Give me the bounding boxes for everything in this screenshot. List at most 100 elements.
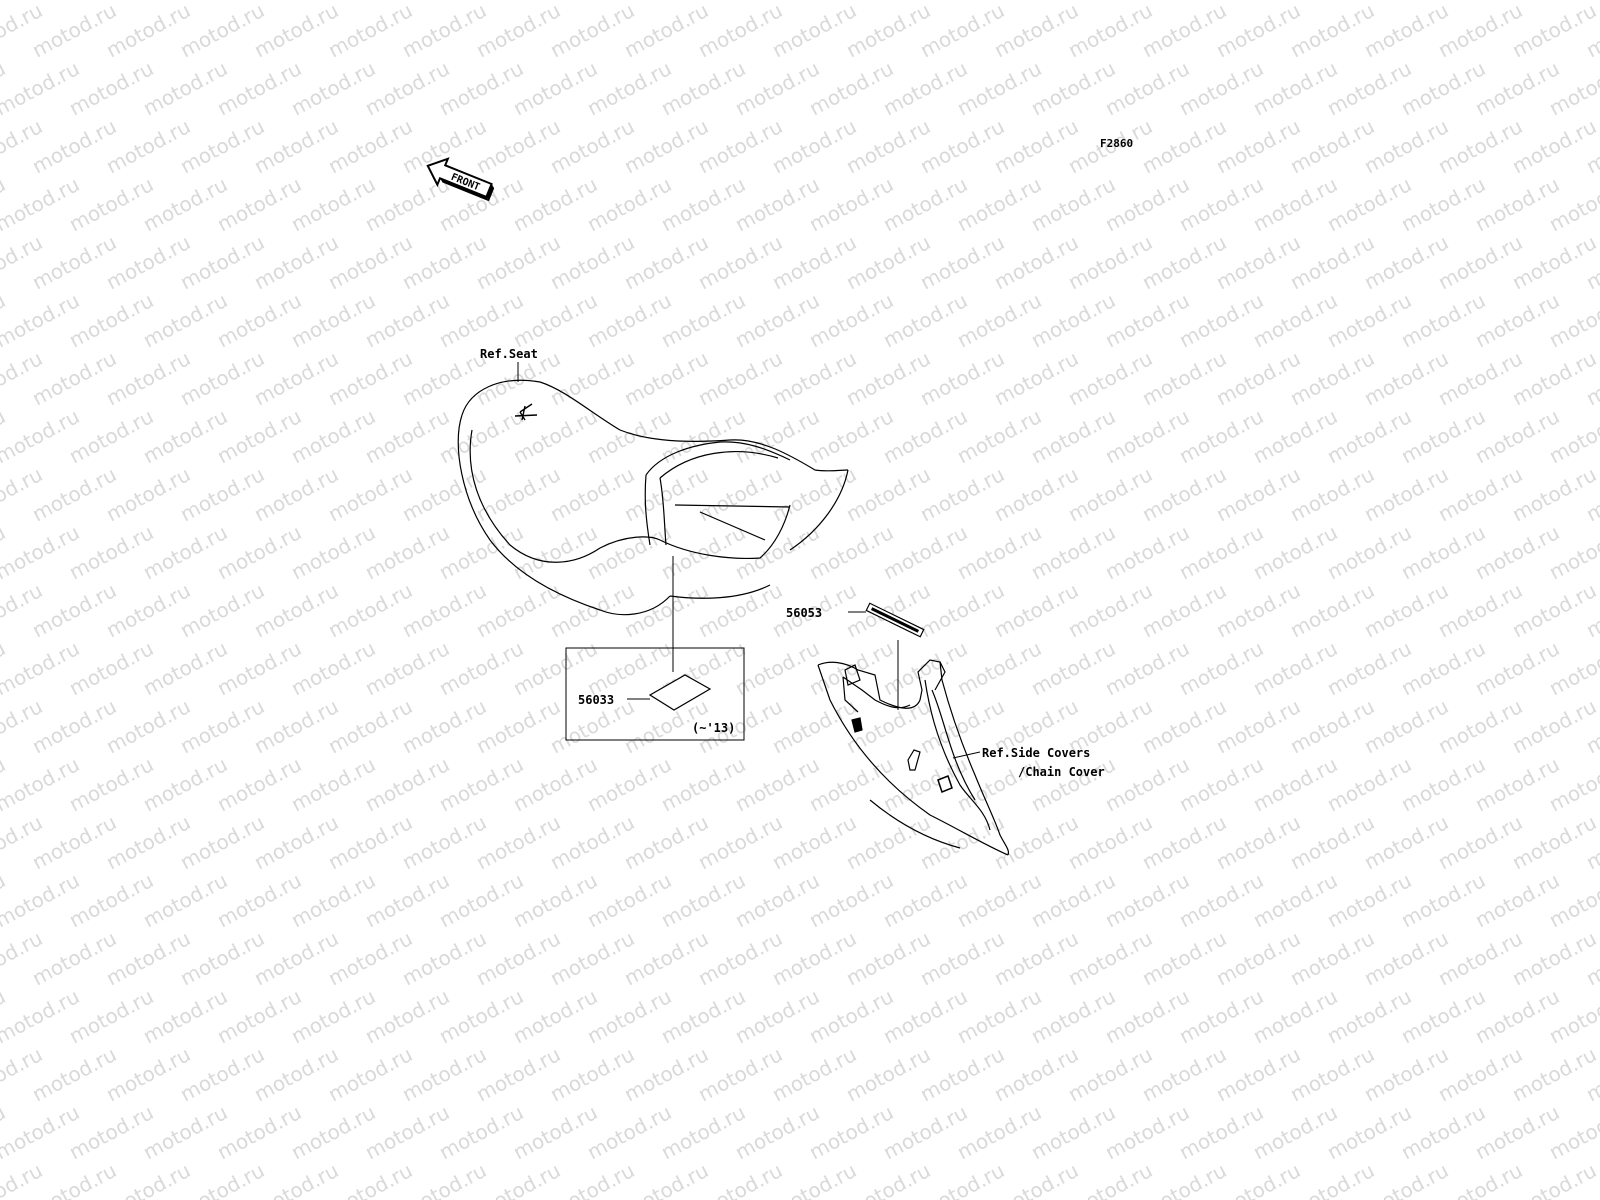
- watermark-text: motod.ru: [398, 346, 490, 410]
- watermark-text: motod.ru: [1397, 172, 1489, 236]
- watermark-text: motod.ru: [65, 984, 157, 1048]
- watermark-text: motod.ru: [731, 752, 823, 816]
- watermark-text: motod.ru: [1323, 868, 1415, 932]
- watermark-text: motod.ru: [324, 810, 416, 874]
- watermark-text: motod.ru: [1360, 926, 1452, 990]
- watermark-text: motod.ru: [361, 520, 453, 584]
- watermark-text: motod.ru: [990, 346, 1082, 410]
- watermark-text: motod.ru: [694, 0, 786, 62]
- watermark-text: motod.ru: [361, 404, 453, 468]
- watermark-text: motod.ru: [250, 810, 342, 874]
- watermark-text: motod.ru: [287, 56, 379, 120]
- watermark-text: motod.ru: [879, 1100, 971, 1164]
- watermark-text: motod.ru: [472, 694, 564, 758]
- watermark-text: motod.ru: [1138, 346, 1230, 410]
- watermark-text: motod.ru: [990, 1042, 1082, 1106]
- watermark-text: motod.ru: [879, 56, 971, 120]
- watermark-text: motod.ru: [176, 0, 268, 62]
- watermark-text: motod.ru: [583, 404, 675, 468]
- watermark-text: motod.ru: [324, 1042, 416, 1106]
- watermark-text: motod.ru: [324, 114, 416, 178]
- watermark-text: motod.ru: [694, 346, 786, 410]
- watermark-text: motod.ru: [213, 868, 305, 932]
- watermark-text: motod.ru: [805, 288, 897, 352]
- watermark-text: motod.ru: [768, 694, 860, 758]
- watermark-text: motod.ru: [102, 346, 194, 410]
- watermark-text: motod.ru: [1101, 868, 1193, 932]
- watermark-text: motod.ru: [842, 1042, 934, 1106]
- watermark-text: motod.ru: [435, 752, 527, 816]
- watermark-text: motod.ru: [213, 984, 305, 1048]
- watermark-text: motod.ru: [953, 56, 1045, 120]
- watermark-text: motod.ru: [287, 1100, 379, 1164]
- watermark-text: motod.ru: [139, 868, 231, 932]
- watermark-text: motod.ru: [472, 0, 564, 62]
- watermark-text: motod.ru: [879, 984, 971, 1048]
- watermark-text: motod.ru: [1175, 868, 1267, 932]
- watermark-text: motod.ru: [1508, 578, 1600, 642]
- watermark-text: motod.ru: [1397, 288, 1489, 352]
- watermark-text: motod.ru: [1508, 926, 1600, 990]
- watermark-text: motod.ru: [435, 288, 527, 352]
- watermark-text: motod.ru: [1249, 288, 1341, 352]
- watermark-text: motod.ru: [768, 810, 860, 874]
- watermark-text: motod.ru: [1212, 926, 1304, 990]
- watermark-text: motod.ru: [731, 1100, 823, 1164]
- watermark-text: motod.ru: [805, 984, 897, 1048]
- watermark-text: motod.ru: [657, 984, 749, 1048]
- watermark-text: motod.ru: [139, 752, 231, 816]
- watermark-text: motod.ru: [879, 520, 971, 584]
- watermark-text: motod.ru: [657, 1100, 749, 1164]
- watermark-text: motod.ru: [1434, 926, 1526, 990]
- watermark-text: motod.ru: [435, 636, 527, 700]
- watermark-text: motod.ru: [65, 752, 157, 816]
- watermark-text: motod.ru: [1175, 636, 1267, 700]
- watermark-text: motod.ru: [398, 1042, 490, 1106]
- watermark-text: motod.ru: [1286, 0, 1378, 62]
- watermark-text: motod.ru: [250, 578, 342, 642]
- watermark-text: motod.ru: [1175, 984, 1267, 1048]
- watermark-text: motod.ru: [65, 1100, 157, 1164]
- side-covers-ref-line1: Ref.Side Covers: [982, 746, 1090, 760]
- watermark-text: motod.ru: [176, 578, 268, 642]
- watermark-text: motod.ru: [435, 404, 527, 468]
- watermark-text: motod.ru: [361, 752, 453, 816]
- watermark-text: motod.ru: [1471, 172, 1563, 236]
- watermark-text: motod.ru: [1434, 810, 1526, 874]
- watermark-text: motod.ru: [102, 0, 194, 62]
- watermark-text: motod.ru: [990, 0, 1082, 62]
- watermark-text: motod.ru: [1508, 810, 1600, 874]
- watermark-text: motod.ru: [731, 984, 823, 1048]
- watermark-text: motod.ru: [213, 404, 305, 468]
- watermark-text: motod.ru: [1471, 984, 1563, 1048]
- side-covers-ref-line2: /Chain Cover: [1018, 765, 1105, 779]
- watermark-text: motod.ru: [324, 0, 416, 62]
- watermark-text: motod.ru: [1508, 346, 1600, 410]
- watermark-text: motod.ru: [509, 636, 601, 700]
- watermark-text: motod.ru: [768, 462, 860, 526]
- watermark-text: motod.ru: [1249, 636, 1341, 700]
- watermark-text: motod.ru: [65, 56, 157, 120]
- watermark-text: motod.ru: [102, 462, 194, 526]
- watermark-text: motod.ru: [1064, 346, 1156, 410]
- watermark-text: motod.ru: [287, 868, 379, 932]
- watermark-text: motod.ru: [1138, 1042, 1230, 1106]
- watermark-text: motod.ru: [657, 288, 749, 352]
- watermark-text: motod.ru: [176, 230, 268, 294]
- watermark-text: motod.ru: [102, 578, 194, 642]
- watermark-text: motod.ru: [1249, 1100, 1341, 1164]
- watermark-text: motod.ru: [583, 868, 675, 932]
- watermark-text: motod.ru: [657, 752, 749, 816]
- watermark-text: motod.ru: [398, 230, 490, 294]
- watermark-text: motod.ru: [620, 0, 712, 62]
- watermark-text: motod.ru: [102, 810, 194, 874]
- watermark-text: motod.ru: [1434, 346, 1526, 410]
- watermark-text: motod.ru: [805, 172, 897, 236]
- watermark-text: motod.ru: [1323, 404, 1415, 468]
- watermark-text: motod.ru: [583, 288, 675, 352]
- watermark-text: motod.ru: [287, 404, 379, 468]
- watermark-text: motod.ru: [583, 520, 675, 584]
- watermark-text: motod.ru: [361, 1100, 453, 1164]
- watermark-text: motod.ru: [1471, 868, 1563, 932]
- watermark-text: motod.ru: [1360, 810, 1452, 874]
